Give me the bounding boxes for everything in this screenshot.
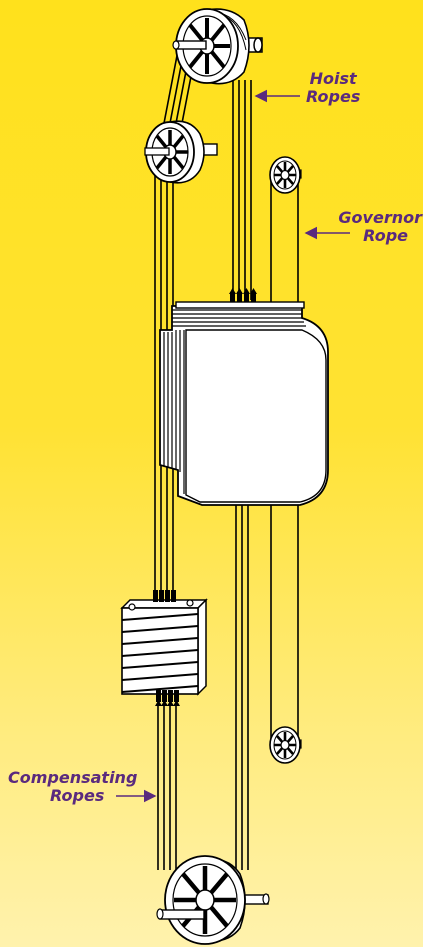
deflector-sheave: [145, 121, 217, 183]
governor-tension-sheave: [270, 727, 301, 763]
drive-sheave: [173, 9, 262, 84]
compensating-label-line1: Compensating: [8, 769, 137, 787]
compensating-label-line2: Ropes: [8, 787, 137, 805]
hoist-label-line2: Ropes: [306, 88, 360, 106]
hoist-ropes-label: Hoist Ropes: [306, 70, 360, 106]
governor-label-line1: Governor: [334, 209, 422, 227]
counterweight: [122, 590, 206, 706]
hoist-label-line1: Hoist: [306, 70, 360, 88]
compensating-sheave: [157, 856, 269, 944]
governor-sheave-top: [270, 157, 301, 193]
governor-rope-label: Governor Rope: [334, 209, 422, 245]
compensating-ropes-label: Compensating Ropes: [8, 769, 137, 805]
governor-label-line2: Rope: [334, 227, 422, 245]
elevator-car: [160, 288, 328, 505]
